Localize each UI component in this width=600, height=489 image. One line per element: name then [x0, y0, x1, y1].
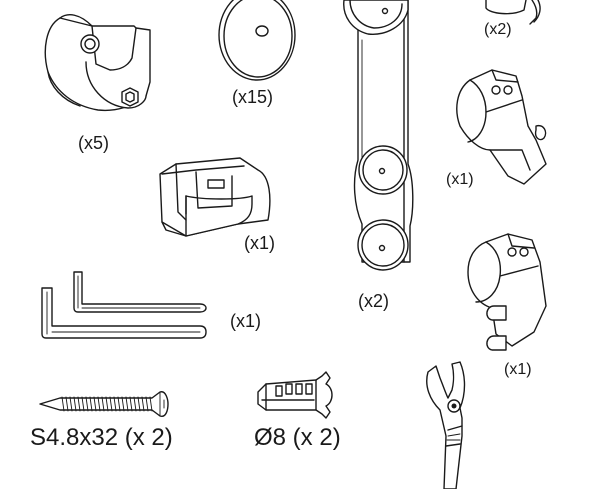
stopper-icon — [467, 233, 547, 351]
roller-hanger-icon — [343, 0, 414, 271]
wall-plug-icon — [257, 371, 333, 419]
stopper-left-qty: (x1) — [504, 361, 532, 378]
wood-screw-qty: S4.8x32 (x 2) — [30, 424, 173, 451]
hex-keys-qty: (x1) — [230, 311, 261, 331]
stopper-icon — [456, 69, 547, 185]
stopper-right-qty: (x1) — [446, 171, 474, 188]
screw-icon — [39, 391, 169, 417]
roller-hanger-qty: (x2) — [358, 291, 389, 311]
wall-plug-qty: Ø8 (x 2) — [254, 424, 341, 451]
top-small-part-qty: (x2) — [484, 21, 512, 38]
spanner-icon — [426, 361, 466, 489]
washer-disc-qty: (x15) — [232, 87, 274, 107]
door-guide-icon — [159, 157, 271, 237]
washer-disc-icon — [218, 0, 296, 81]
bracket-clamp-qty: (x5) — [78, 133, 109, 153]
small-cap-icon — [485, 0, 541, 25]
hex-key-icon — [41, 271, 207, 339]
door-guide-qty: (x1) — [244, 233, 275, 253]
bracket-clamp-icon — [44, 14, 151, 112]
